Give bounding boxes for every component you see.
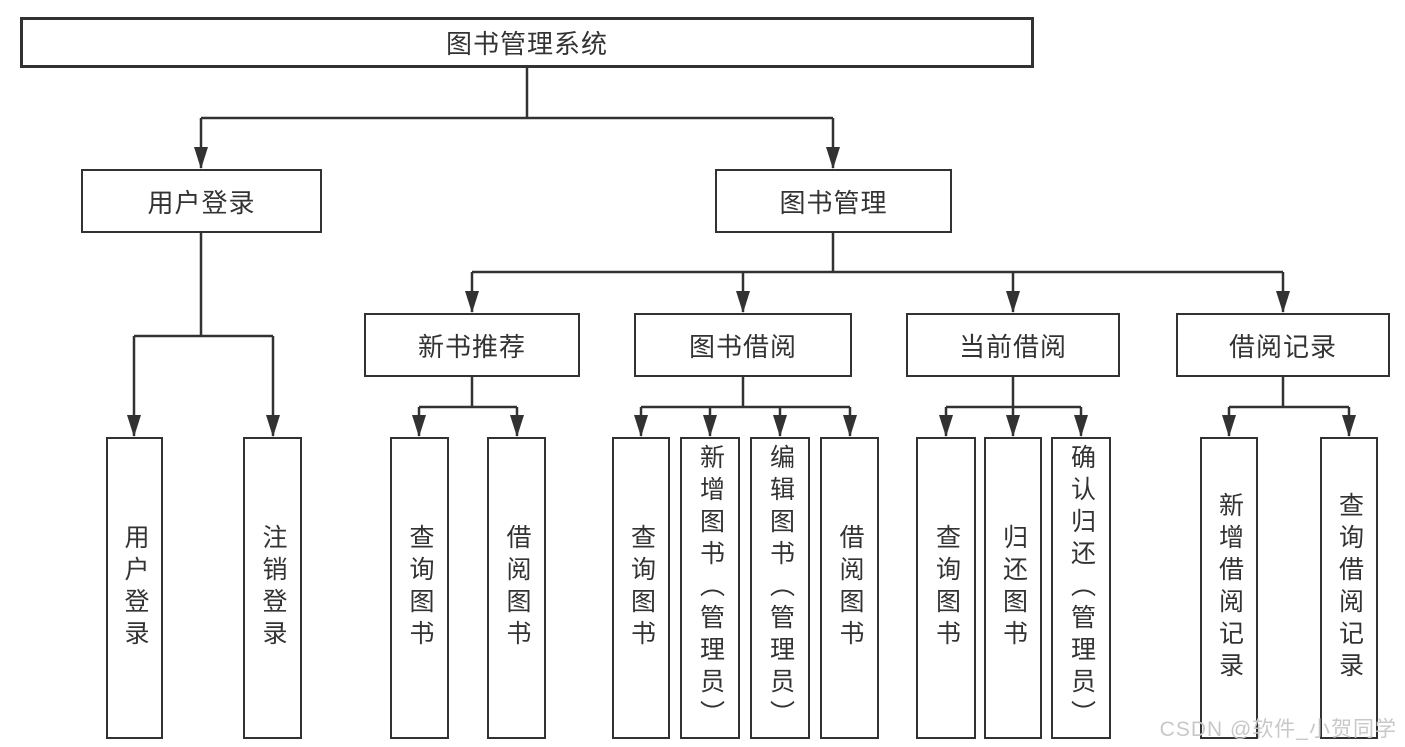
node-new-book-recommendation: 新书推荐: [364, 313, 580, 377]
leaf-query-books-recommend: 查询图书: [390, 437, 449, 739]
leaf-query-books-current: 查询图书: [916, 437, 976, 739]
node-borrowing-records: 借阅记录: [1176, 313, 1390, 377]
leaf-query-borrow-record: 查询借阅记录: [1320, 437, 1378, 739]
node-book-borrowing: 图书借阅: [634, 313, 852, 377]
leaf-add-borrow-record: 新增借阅记录: [1200, 437, 1258, 739]
leaf-query-books-borrowing: 查询图书: [612, 437, 670, 739]
leaf-edit-books-admin: 编辑图书（管理员）: [750, 437, 810, 739]
leaf-user-login: 用户登录: [106, 437, 163, 739]
leaf-logout-login: 注销登录: [243, 437, 302, 739]
node-library-management-system: 图书管理系统: [20, 17, 1034, 68]
leaf-return-books: 归还图书: [984, 437, 1042, 739]
leaf-borrow-books: 借阅图书: [820, 437, 879, 739]
leaf-borrow-books-recommend: 借阅图书: [487, 437, 546, 739]
node-current-borrowing: 当前借阅: [906, 313, 1120, 377]
node-user-login: 用户登录: [81, 169, 322, 233]
leaf-confirm-return-admin: 确认归还（管理员）: [1051, 437, 1111, 739]
leaf-add-books-admin: 新增图书（管理员）: [680, 437, 740, 739]
node-book-management: 图书管理: [715, 169, 952, 233]
